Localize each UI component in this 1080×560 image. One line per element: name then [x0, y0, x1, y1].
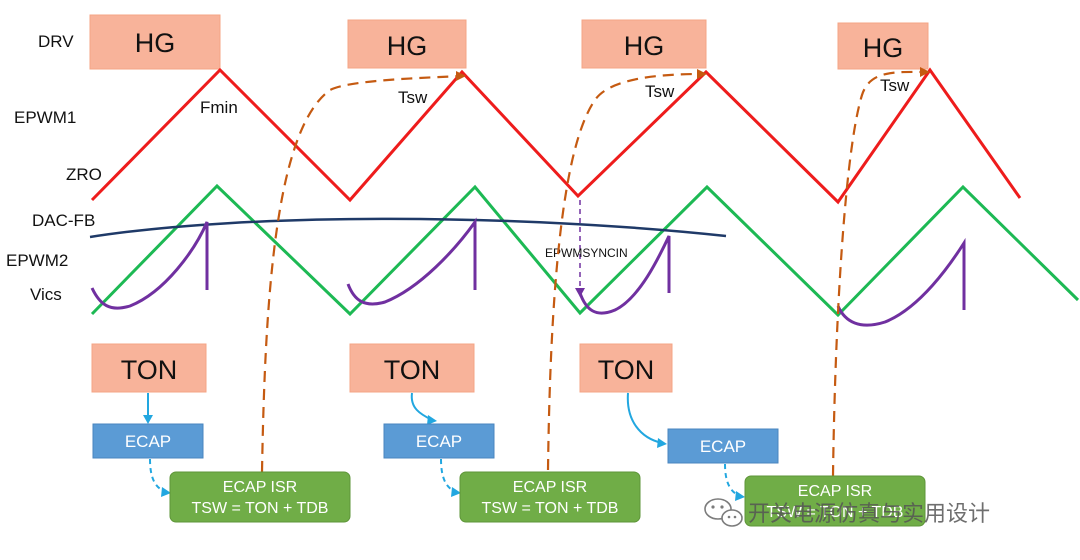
isr-box-line1: ECAP ISR	[223, 479, 297, 496]
annotation-syncin: EPWMSYNCIN	[545, 246, 628, 260]
isr-box-line2: TSW = TON + TDB	[482, 500, 619, 517]
label-epwm1: EPWM1	[14, 108, 76, 127]
label-dacfb: DAC-FB	[32, 211, 95, 230]
isr-box-line1: ECAP ISR	[513, 479, 587, 496]
hg-box-label: HG	[624, 31, 665, 61]
hg-box-label: HG	[135, 28, 176, 58]
ton-box-2: TON	[349, 343, 475, 393]
hg-box-2: HG	[347, 19, 467, 69]
hg-box-3: HG	[581, 19, 707, 69]
label-vics: Vics	[30, 285, 62, 304]
ton-box-3: TON	[579, 343, 673, 393]
hg-box-label: HG	[387, 31, 428, 61]
epwm2-waveform	[90, 183, 1080, 318]
hg-box-1: HG	[89, 14, 221, 70]
wechat-icon	[704, 498, 743, 527]
ecap-box-label: ECAP	[125, 432, 171, 451]
isr-box-2: ECAP ISR TSW = TON + TDB	[459, 471, 641, 523]
label-epwm2: EPWM2	[6, 251, 68, 270]
isr-box-3: ECAP ISR TSW = TON + TDB	[744, 475, 926, 527]
watermark: 开关电源仿真与实用设计	[704, 498, 990, 527]
ton-to-ecap-arrows	[143, 392, 667, 448]
dacfb-curve	[89, 217, 727, 239]
ecap-box-label: ECAP	[700, 437, 746, 456]
hg-box-label: HG	[863, 33, 904, 63]
annotation-tsw-1: Tsw	[398, 88, 428, 107]
ecap-box-1: ECAP	[92, 423, 204, 459]
syncin-arrow	[575, 200, 585, 297]
label-drv: DRV	[38, 32, 74, 51]
ecap-to-isr-arrows	[149, 458, 745, 501]
epwm1-waveform	[90, 67, 1022, 205]
vics-waveform	[90, 217, 966, 327]
ecap-box-3: ECAP	[667, 428, 779, 464]
annotation-tsw-2: Tsw	[645, 82, 675, 101]
ecap-box-2: ECAP	[383, 423, 495, 459]
annotation-tsw-3: Tsw	[880, 76, 910, 95]
isr-box-line2: TSW = TON + TDB	[767, 504, 904, 521]
label-zro: ZRO	[66, 165, 102, 184]
ecap-box-label: ECAP	[416, 432, 462, 451]
isr-box-1: ECAP ISR TSW = TON + TDB	[169, 471, 351, 523]
isr-box-line1: ECAP ISR	[798, 483, 872, 500]
isr-box-line2: TSW = TON + TDB	[192, 500, 329, 517]
annotation-fmin: Fmin	[200, 98, 238, 117]
ton-box-label: TON	[598, 355, 655, 385]
feedback-dashed-curves	[260, 67, 930, 477]
hg-box-4: HG	[837, 22, 929, 70]
watermark-text: 开关电源仿真与实用设计	[748, 502, 990, 527]
ton-box-label: TON	[121, 355, 178, 385]
ton-box-1: TON	[91, 343, 207, 393]
ton-box-label: TON	[384, 355, 441, 385]
